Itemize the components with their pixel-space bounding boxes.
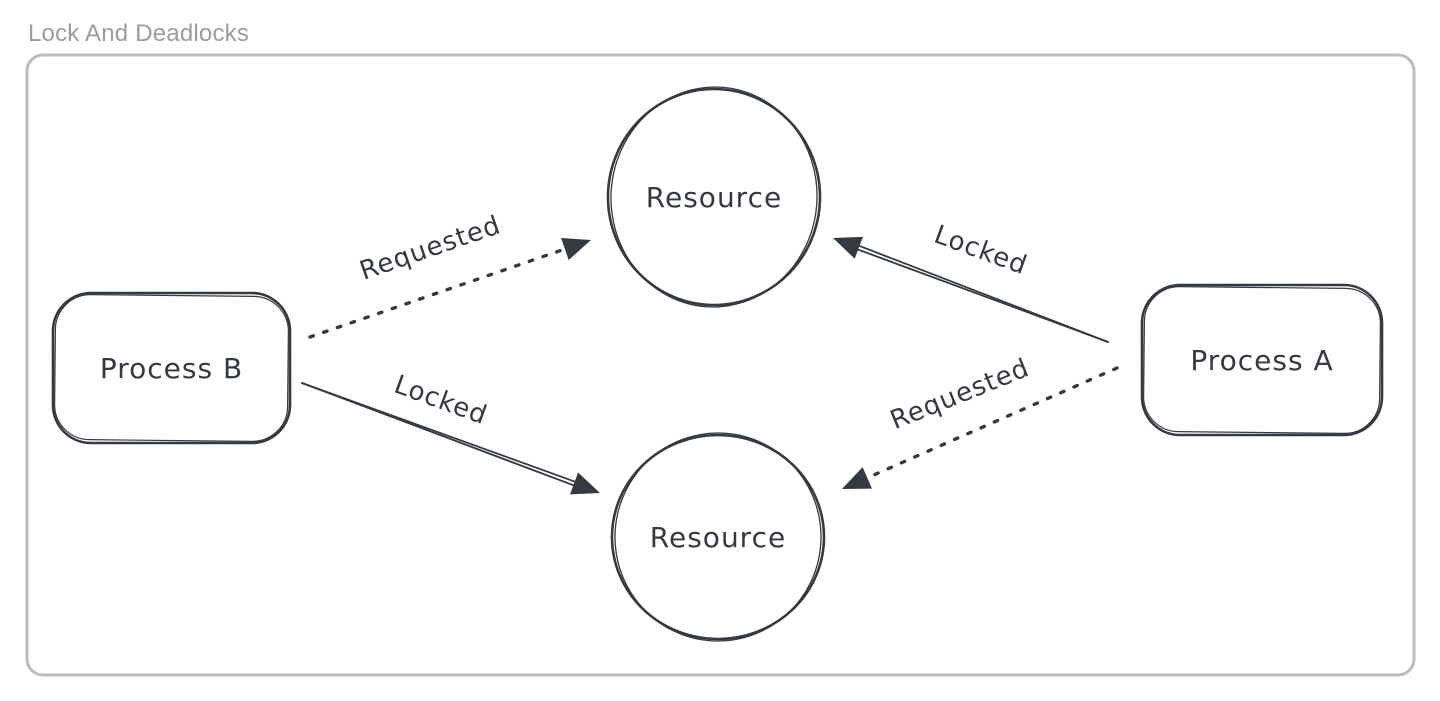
resource-top-label: Resource: [646, 181, 782, 214]
process-b-shape[interactable]: [51, 291, 292, 445]
arrow-shaft-dashed: [858, 366, 1119, 483]
frame-border: [25, 53, 1416, 677]
arrow-label: Requested: [886, 353, 1034, 436]
node-resource-bottom[interactable]: Resource: [608, 426, 828, 648]
node-resource-top[interactable]: Resource: [604, 80, 825, 314]
resource-bottom-shape[interactable]: [610, 433, 826, 641]
process-a-sketch-stroke: [1143, 286, 1381, 434]
process-a-label: Process A: [1190, 344, 1333, 377]
resource-bottom-sketch-stroke: [614, 432, 822, 642]
arrowhead-icon: [842, 467, 872, 489]
resource-bottom-label: Resource: [650, 521, 786, 554]
process-b-label: Process B: [100, 352, 243, 385]
arrow-process-a-requested-resource-bottom[interactable]: Requested: [842, 353, 1119, 489]
arrowhead-icon: [561, 237, 591, 261]
frame-title[interactable]: Lock And Deadlocks: [28, 20, 250, 47]
process-a-shape[interactable]: [1140, 283, 1384, 437]
arrow-label: Requested: [356, 210, 505, 286]
resource-top-sketch-stroke: [610, 86, 818, 308]
arrow-label: Locked: [930, 220, 1031, 281]
arrow-process-a-locked-resource-top[interactable]: Locked: [833, 220, 1109, 343]
node-process-b[interactable]: Process B: [51, 291, 292, 445]
arrowhead-icon: [570, 472, 600, 495]
arrow-shaft-line-2: [850, 246, 1109, 343]
arrow-process-b-locked-resource-bottom[interactable]: Locked: [301, 370, 600, 495]
arrow-shaft-dashed: [308, 244, 574, 339]
resource-top-shape[interactable]: [606, 87, 822, 307]
arrowhead-icon: [833, 236, 863, 259]
arrow-process-b-requested-resource-top[interactable]: Requested: [308, 210, 591, 339]
arrow-shaft-line-2: [301, 382, 583, 486]
process-b-sketch-stroke: [54, 294, 289, 442]
node-process-a[interactable]: Process A: [1140, 283, 1384, 437]
